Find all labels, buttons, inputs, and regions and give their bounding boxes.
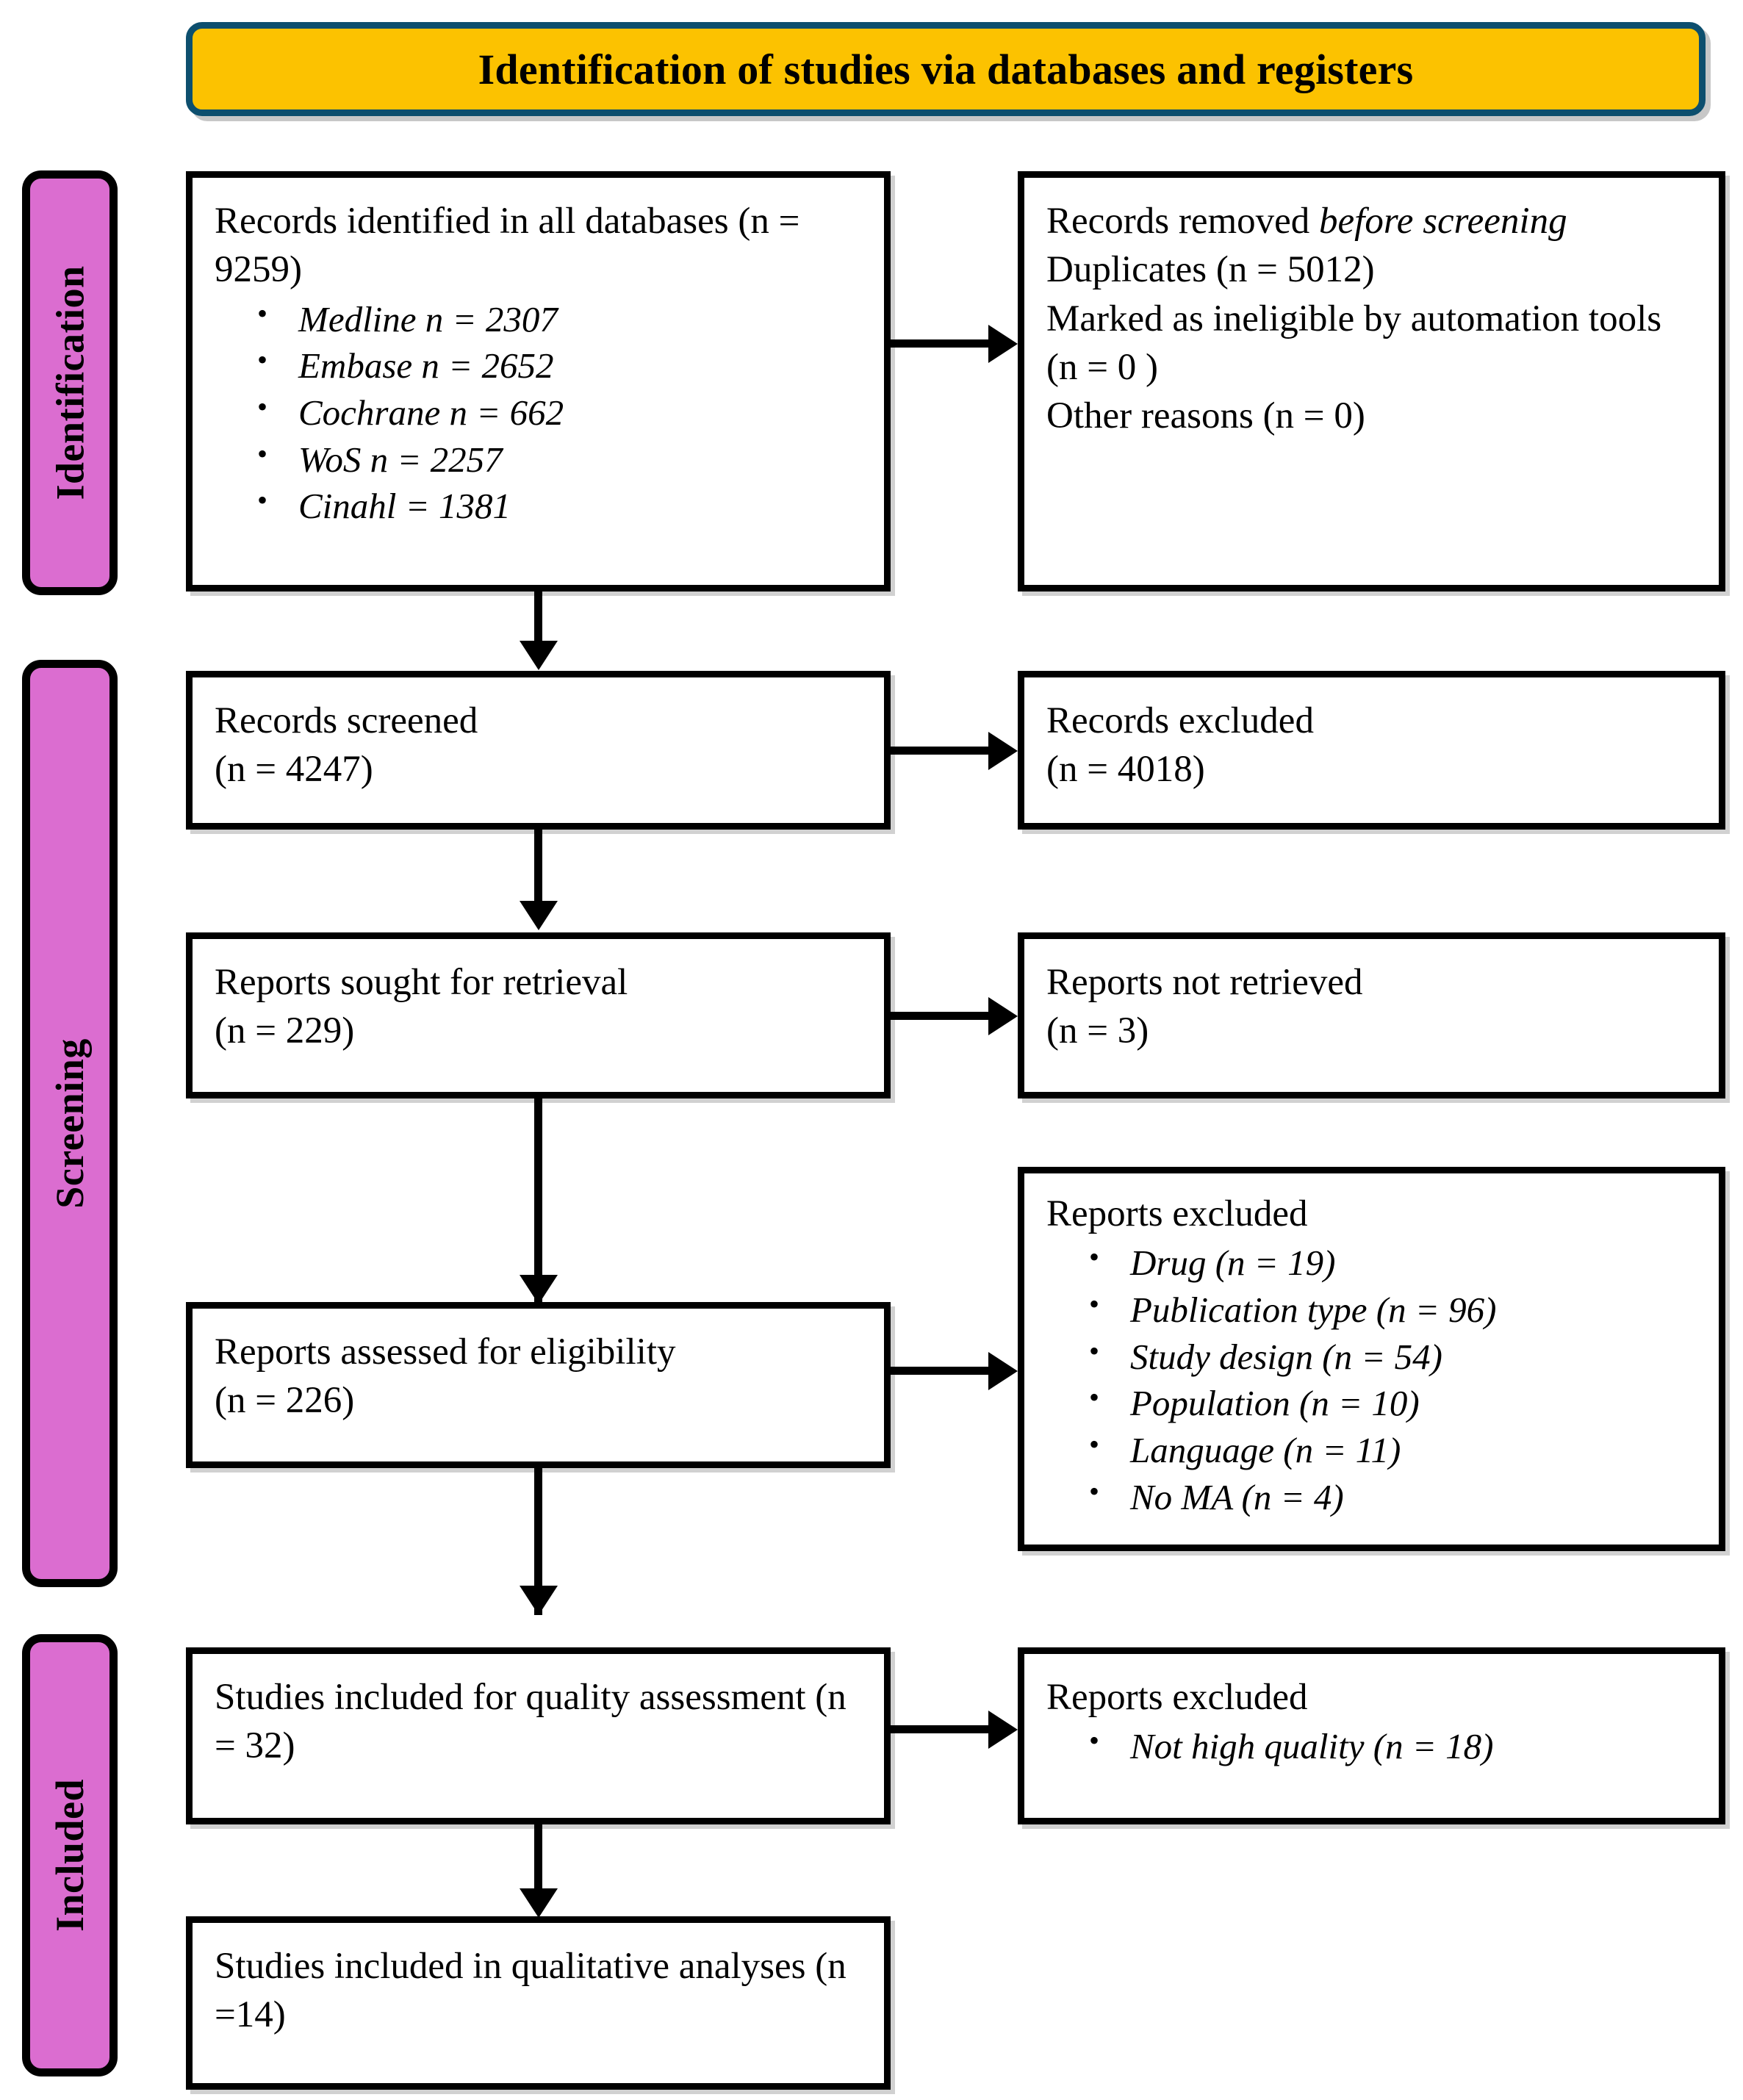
stage-band-included: Included (22, 1634, 118, 2076)
diagram-header-banner: Identification of studies via databases … (186, 22, 1706, 116)
records-screened-line2: (n = 4247) (215, 749, 373, 791)
arrow-right-icon (988, 325, 1018, 363)
stage-label-identification: Identification (48, 265, 93, 500)
list-item: Population (n = 10) (1089, 1378, 1697, 1427)
connector-line-screened-to-sought (534, 830, 542, 903)
node-records-removed: Records removed before screening Duplica… (1018, 171, 1725, 591)
stage-band-screening: Screening (22, 660, 118, 1587)
records-removed-line3: Marked as ineligible by automation tools… (1046, 298, 1662, 388)
node-reports-sought: Reports sought for retrieval (n = 229) (186, 932, 891, 1098)
arrow-right-icon (988, 1352, 1018, 1390)
records-excluded-line1: Records excluded (1046, 700, 1314, 741)
list-item: Drug (n = 19) (1089, 1238, 1697, 1287)
studies-qualitative-line1: Studies included in qualitative analyses… (215, 1946, 847, 2036)
records-removed-line1-italic: before screening (1319, 201, 1567, 242)
connector-line-sought-to-assessed (534, 1098, 542, 1304)
stage-label-screening: Screening (48, 1038, 92, 1209)
arrow-right-icon (988, 1711, 1018, 1749)
reports-assessed-line2: (n = 226) (215, 1380, 355, 1422)
connector-line-quality-to-excluded (891, 1725, 990, 1733)
reports-excluded-quality-list: Not high quality (n = 18) (1046, 1722, 1697, 1770)
node-reports-excluded-quality: Reports excluded Not high quality (n = 1… (1018, 1647, 1725, 1824)
records-identified-list: Medline n = 2307 Embase n = 2652 Cochran… (215, 295, 862, 530)
records-removed-line1: Records removed before screening (1046, 197, 1697, 245)
list-item: Not high quality (n = 18) (1089, 1722, 1697, 1770)
page-title: Identification of studies via databases … (478, 45, 1414, 93)
list-item: Embase n = 2652 (257, 341, 862, 389)
arrow-right-icon (988, 997, 1018, 1035)
list-item: Study design (n = 54) (1089, 1332, 1697, 1381)
records-identified-heading: Records identified in all databases (n =… (215, 201, 800, 291)
connector-line-identified-to-screened (534, 591, 542, 643)
arrow-down-icon (520, 1888, 558, 1918)
arrow-down-icon (520, 1275, 558, 1304)
arrow-right-icon (988, 732, 1018, 770)
records-removed-line4: Other reasons (n = 0) (1046, 395, 1365, 437)
connector-line-identified-to-removed (891, 339, 990, 348)
reports-excluded-eligibility-heading: Reports excluded (1046, 1193, 1308, 1234)
list-item: WoS n = 2257 (257, 435, 862, 483)
connector-line-sought-to-notretrieved (891, 1012, 990, 1020)
node-reports-assessed: Reports assessed for eligibility (n = 22… (186, 1302, 891, 1468)
list-item: Cinahl = 1381 (257, 481, 862, 530)
list-item: Publication type (n = 96) (1089, 1285, 1697, 1334)
list-item: Medline n = 2307 (257, 295, 862, 343)
arrow-down-icon (520, 641, 558, 670)
list-item: No MA (n = 4) (1089, 1472, 1697, 1521)
list-item: Language (n = 11) (1089, 1425, 1697, 1474)
studies-quality-line1: Studies included for quality assessment … (215, 1677, 847, 1767)
node-records-screened: Records screened (n = 4247) (186, 671, 891, 830)
reports-sought-line2: (n = 229) (215, 1010, 355, 1052)
connector-line-assessed-to-quality (534, 1468, 542, 1615)
arrow-down-icon (520, 1586, 558, 1615)
reports-sought-line1: Reports sought for retrieval (215, 962, 628, 1003)
connector-line-assessed-to-excluded (891, 1367, 990, 1375)
arrow-down-icon (520, 901, 558, 930)
connector-line-quality-to-qualitative (534, 1824, 542, 1891)
records-removed-line2: Duplicates (n = 5012) (1046, 249, 1375, 291)
node-records-excluded: Records excluded (n = 4018) (1018, 671, 1725, 830)
records-removed-line1-plain: Records removed (1046, 201, 1320, 242)
node-reports-excluded-eligibility: Reports excluded Drug (n = 19) Publicati… (1018, 1167, 1725, 1551)
node-records-identified: Records identified in all databases (n =… (186, 171, 891, 591)
reports-assessed-line1: Reports assessed for eligibility (215, 1331, 676, 1373)
node-studies-qualitative: Studies included in qualitative analyses… (186, 1916, 891, 2090)
node-studies-quality: Studies included for quality assessment … (186, 1647, 891, 1824)
reports-excluded-quality-heading: Reports excluded (1046, 1677, 1308, 1718)
records-excluded-line2: (n = 4018) (1046, 749, 1205, 791)
reports-not-retrieved-line1: Reports not retrieved (1046, 962, 1363, 1003)
records-screened-line1: Records screened (215, 700, 478, 741)
reports-excluded-eligibility-list: Drug (n = 19) Publication type (n = 96) … (1046, 1238, 1697, 1521)
stage-label-included: Included (48, 1778, 92, 1932)
node-reports-not-retrieved: Reports not retrieved (n = 3) (1018, 932, 1725, 1098)
reports-not-retrieved-line2: (n = 3) (1046, 1010, 1149, 1052)
list-item: Cochrane n = 662 (257, 388, 862, 436)
stage-band-identification: Identification (22, 170, 118, 595)
connector-line-screened-to-excluded (891, 747, 990, 755)
